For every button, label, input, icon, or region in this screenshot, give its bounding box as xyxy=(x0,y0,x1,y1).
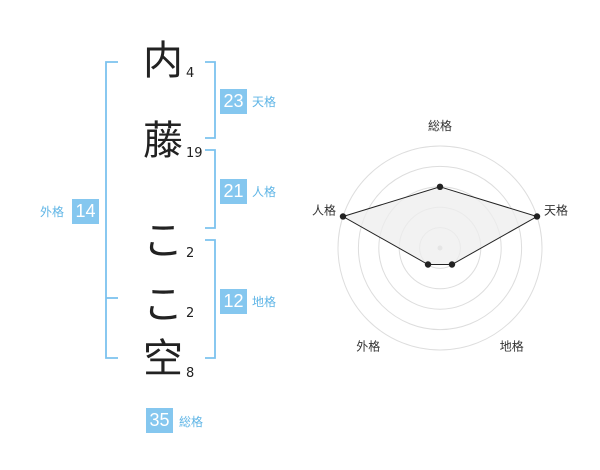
name-char-2: 藤 xyxy=(143,118,183,164)
tenkaku-value-badge: 23 xyxy=(220,89,247,114)
name-char-4: こ xyxy=(143,282,183,328)
stroke-count-3: 2 xyxy=(186,246,195,261)
radar-ring xyxy=(357,165,523,331)
radar-polygon xyxy=(341,186,539,265)
jinkaku-label: 人格 xyxy=(252,185,277,199)
soukaku-label: 総格 xyxy=(179,415,204,429)
radar-point-1 xyxy=(436,183,444,190)
name-char-3: こ xyxy=(143,218,183,264)
gaikaku-bracket xyxy=(105,61,118,359)
chikaku-bracket xyxy=(205,239,216,359)
gaikaku-label: 外格 xyxy=(40,205,65,219)
radar-axis-label-4: 外格 xyxy=(356,339,380,354)
tenkaku-bracket xyxy=(205,61,216,139)
radar-points xyxy=(339,183,541,268)
radar-point-2 xyxy=(533,213,541,220)
stroke-count-2: 19 xyxy=(186,146,203,161)
gaikaku-value-badge: 14 xyxy=(72,199,99,224)
tenkaku-label: 天格 xyxy=(252,95,277,109)
jinkaku-value-badge: 21 xyxy=(220,179,247,204)
soukaku-value-badge: 35 xyxy=(146,408,173,433)
name-char-1: 内 xyxy=(143,38,183,84)
radar-point-5 xyxy=(339,213,347,220)
radar-axis-label-3: 地格 xyxy=(500,339,524,354)
jinkaku-bracket xyxy=(205,149,216,229)
radar-axis-label-1: 総格 xyxy=(428,118,452,133)
radar-axis-label-2: 天格 xyxy=(544,202,568,217)
chikaku-value-badge: 12 xyxy=(220,289,247,314)
radar-area xyxy=(341,186,539,265)
radar-point-3 xyxy=(448,261,456,268)
stroke-count-5: 8 xyxy=(186,366,195,381)
radar-point-4 xyxy=(424,261,432,268)
chikaku-label: 地格 xyxy=(252,295,277,309)
stroke-count-1: 4 xyxy=(186,66,195,81)
name-char-5: 空 xyxy=(143,336,183,382)
radar-ring xyxy=(337,145,543,351)
radar-axis-label-5: 人格 xyxy=(312,202,336,217)
stroke-count-4: 2 xyxy=(186,306,195,321)
